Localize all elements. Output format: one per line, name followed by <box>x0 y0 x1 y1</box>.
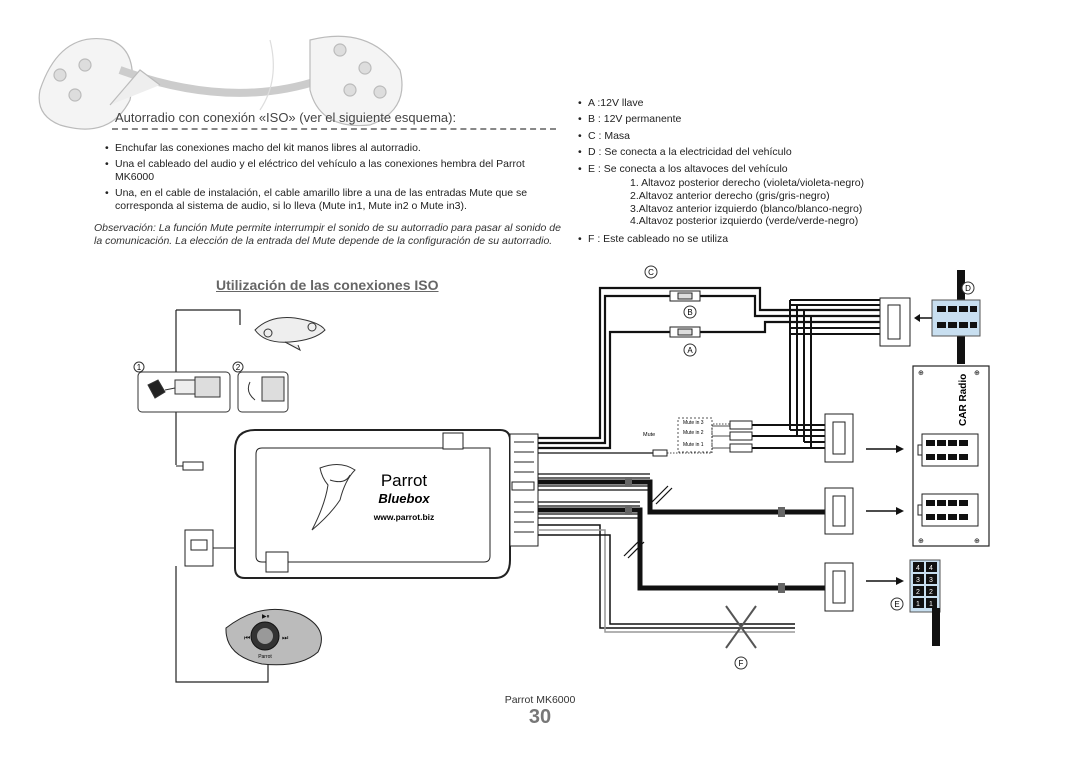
label-d: D <box>965 284 971 293</box>
legend-c: C : Masa <box>578 128 898 145</box>
legend-b: B : 12V permanente <box>578 111 898 128</box>
observation-note: Observación: La función Mute permite int… <box>94 222 561 247</box>
label-a: A <box>687 346 693 355</box>
remote-brand: Parrot <box>258 654 272 660</box>
url-label: www.parrot.biz <box>373 512 435 522</box>
speaker-2: 2.Altavoz anterior derecho (gris/gris-ne… <box>630 189 830 202</box>
pin-label: 3 <box>929 577 933 584</box>
instruction-item: Enchufar las conexiones macho del kit ma… <box>105 142 565 156</box>
bluebox-unit: Parrot Bluebox www.parrot.biz <box>234 429 511 579</box>
pin-label: 4 <box>916 565 920 572</box>
speaker-3: 3.Altavoz anterior izquierdo (blanco/bla… <box>630 202 863 215</box>
pin-label: 1 <box>916 601 920 608</box>
step-1-label: 1 <box>137 363 142 372</box>
legend-d: D : Se conecta a la electricidad del veh… <box>578 144 898 161</box>
fuse-a <box>669 326 701 338</box>
mute-label: Mute <box>643 432 655 438</box>
legend-a: A :12V llave <box>578 95 898 112</box>
pin-label: 2 <box>916 589 920 596</box>
car-radio-panel: ⊕ ⊕ ⊕ ⊕ CAR Radio <box>912 365 990 547</box>
mute-in2-label: Mute in 2 <box>683 430 704 436</box>
pin-label: 2 <box>929 589 933 596</box>
svg-text:⊕: ⊕ <box>918 538 924 545</box>
mute-in3-label: Mute in 3 <box>683 420 704 426</box>
instructions-list: Enchufar las conexiones macho del kit ma… <box>105 142 565 216</box>
speaker-4: 4.Altavoz posterior izquierdo (verde/ver… <box>630 215 859 228</box>
speaker-pin-block: 4 4 3 3 2 2 1 1 <box>909 559 941 646</box>
remote-control-icon: ⏮ ⏭ ▶⏸ Parrot <box>225 608 322 666</box>
instruction-item: Una, en el cable de instalación, el cabl… <box>105 187 565 214</box>
microphone-icon <box>254 317 326 352</box>
pin-label: 3 <box>916 577 920 584</box>
svg-text:▶⏸: ▶⏸ <box>262 614 270 620</box>
header-illustration <box>38 35 403 130</box>
svg-text:⊕: ⊕ <box>918 370 924 377</box>
wiring-legend: A :12V llave B : 12V permanente C : Masa… <box>578 95 898 248</box>
label-f: F <box>739 659 744 668</box>
instruction-item: Una el cableado del audio y el eléctrico… <box>105 158 565 185</box>
iso-wiring-diagram: 1 2 Parrot Bluebox www.parrot.biz <box>133 265 990 683</box>
svg-text:⏭: ⏭ <box>282 635 289 642</box>
car-radio-label: CAR Radio <box>958 374 969 426</box>
product-label: Bluebox <box>378 491 430 506</box>
divider <box>112 128 556 130</box>
pin-label: 4 <box>929 565 933 572</box>
legend-f: F : Este cableado no se utiliza <box>578 231 898 248</box>
speaker-1: 1. Altavoz posterior derecho (violeta/vi… <box>630 177 865 190</box>
svg-text:⊕: ⊕ <box>974 538 980 545</box>
pin-label: 1 <box>929 601 933 608</box>
svg-text:⏮: ⏮ <box>244 635 250 642</box>
label-b: B <box>687 308 692 317</box>
step-2-label: 2 <box>236 363 241 372</box>
mute-in1-label: Mute in 1 <box>683 442 704 448</box>
brand-label: Parrot <box>381 471 428 490</box>
diagram-title: Utilización de las conexiones ISO <box>216 277 439 293</box>
page-number: 30 <box>528 706 552 728</box>
label-e: E <box>894 600 899 609</box>
label-c: C <box>648 268 654 277</box>
svg-text:⊕: ⊕ <box>974 370 980 377</box>
section-title: Autorradio con conexión «ISO» (ver el si… <box>115 110 457 125</box>
footer-model: Parrot MK6000 <box>504 694 576 706</box>
fuse-b <box>669 290 701 302</box>
legend-e: E : Se conecta a los altavoces del vehíc… <box>578 161 898 178</box>
